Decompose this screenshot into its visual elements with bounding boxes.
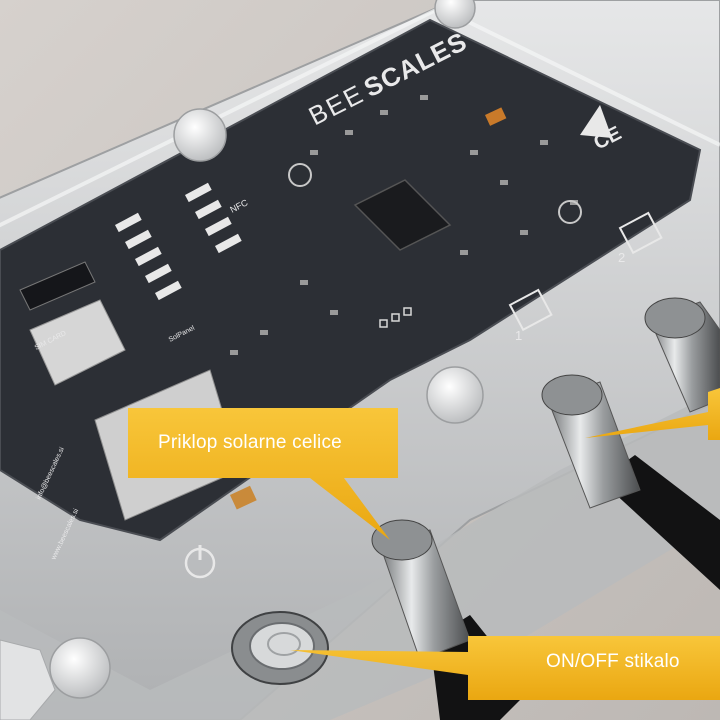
power-switch[interactable] bbox=[231, 611, 329, 685]
lid-screw bbox=[426, 366, 484, 424]
callout-switch bbox=[290, 636, 720, 700]
callout-sensor bbox=[585, 388, 720, 440]
port-1-icon bbox=[508, 288, 553, 332]
tantalum-capacitor bbox=[485, 107, 507, 126]
esd-warning-icon bbox=[580, 105, 612, 138]
lid-screw bbox=[434, 0, 476, 29]
callout-switch-text: ON/OFF stikalo bbox=[546, 651, 680, 672]
tantalum-capacitor bbox=[229, 485, 257, 510]
antenna-pads bbox=[114, 182, 242, 301]
callout-solar bbox=[128, 408, 398, 540]
cable-connectors bbox=[371, 297, 720, 661]
port-2-label: 2 bbox=[618, 250, 625, 265]
port-2-icon bbox=[618, 211, 663, 255]
port-1-label: 1 bbox=[515, 328, 522, 343]
mounting-hole bbox=[558, 200, 582, 224]
mounting-tab bbox=[0, 639, 56, 720]
sim-holder bbox=[29, 299, 126, 386]
lid-screws bbox=[49, 0, 484, 699]
callout-solar-text: Priklop solarne celice bbox=[158, 432, 342, 453]
mounting-hole bbox=[288, 163, 312, 187]
lid-screw bbox=[173, 108, 227, 162]
lid-screw bbox=[49, 637, 111, 699]
microcontroller-chip bbox=[353, 179, 452, 251]
header-connector bbox=[19, 261, 96, 311]
led-pads bbox=[379, 307, 412, 328]
